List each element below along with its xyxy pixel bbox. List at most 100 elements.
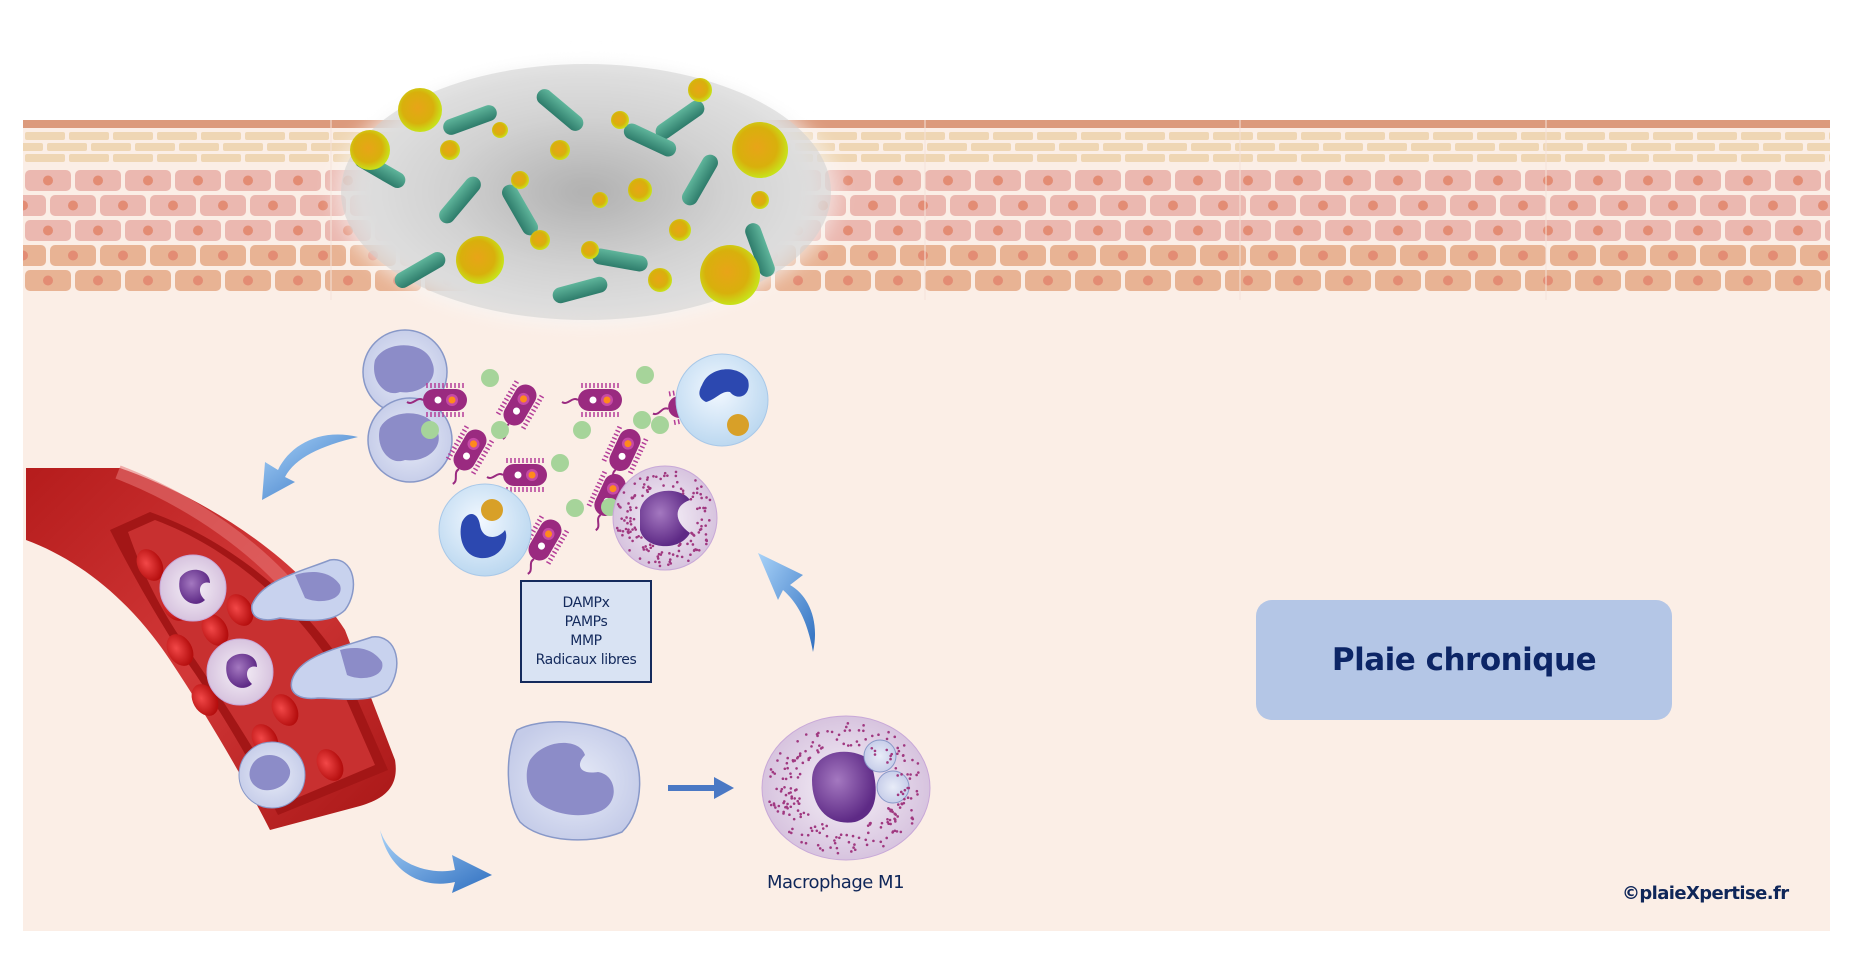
granule [702, 506, 705, 510]
pilus [538, 515, 544, 520]
granule [695, 491, 699, 495]
cell-nucleus [1368, 200, 1378, 211]
granule [615, 526, 619, 530]
pilus [455, 439, 461, 443]
cell-nucleus [168, 250, 178, 261]
straight-arrow-to-macrophage [668, 777, 734, 799]
corneum-brick [949, 132, 989, 140]
granule [850, 850, 853, 853]
granule [872, 839, 875, 843]
rod-bacterium [745, 223, 775, 277]
cell-nucleus [1568, 200, 1578, 211]
cell-nucleus [268, 250, 278, 261]
cell-nucleus [1218, 200, 1228, 211]
rod-bacterium [439, 176, 481, 224]
granule [693, 548, 696, 552]
granule [691, 543, 695, 546]
corneum-brick [1719, 143, 1759, 151]
cell-nucleus [143, 225, 153, 236]
cell-nucleus [243, 175, 253, 186]
cell-nucleus [1468, 250, 1478, 261]
corneum-brick [113, 132, 153, 140]
pilus [600, 474, 606, 478]
granule [777, 804, 781, 808]
granule [802, 811, 806, 815]
green-particle [573, 421, 591, 439]
dampx-particles [421, 366, 669, 517]
granule [635, 506, 638, 510]
pilus [591, 492, 597, 497]
cell-nucleus [993, 275, 1003, 286]
cell-nucleus [293, 225, 303, 236]
granule [909, 773, 912, 776]
granule [677, 549, 681, 553]
bacterium [486, 458, 547, 492]
cell-nucleus [1368, 250, 1378, 261]
cell-nucleus [1668, 200, 1678, 211]
corneum-brick [1829, 154, 1830, 162]
granule [838, 836, 841, 840]
granule [626, 521, 629, 525]
granule [633, 482, 637, 485]
granule [815, 732, 819, 736]
granule [679, 542, 682, 546]
granule [629, 508, 632, 512]
bacterial-biofilm [324, 52, 848, 332]
macrophage-m1 [761, 715, 931, 861]
granule [796, 809, 800, 812]
coccus-bacterium [398, 88, 442, 132]
cell-nucleus [1443, 225, 1453, 236]
granule [889, 754, 892, 758]
cell-nucleus [1568, 250, 1578, 261]
granule [795, 767, 798, 770]
granule [886, 820, 889, 824]
corneum-brick [1741, 132, 1781, 140]
cell-nucleus [343, 275, 353, 286]
mediator-dampx: DAMPx [562, 594, 610, 611]
coccus-bacterium [456, 236, 504, 284]
cell-nucleus [843, 275, 853, 286]
flagellum [406, 398, 424, 404]
cell-nucleus [1293, 225, 1303, 236]
cell-nucleus [243, 275, 253, 286]
cell-nucleus [268, 200, 278, 211]
granule [853, 843, 856, 846]
corneum-brick [1543, 143, 1583, 151]
bacterium-dot [434, 396, 442, 404]
granule [829, 846, 832, 849]
granule [798, 754, 802, 757]
granule [649, 546, 653, 550]
granule [655, 475, 658, 479]
neutrophil-lower [507, 721, 641, 841]
rod-bacterium [655, 100, 705, 140]
cell-nucleus [1293, 175, 1303, 186]
corneum-brick [1455, 143, 1495, 151]
corneum-brick [1257, 132, 1297, 140]
granule [656, 557, 660, 560]
curved-arrow-to-vessel [262, 434, 358, 500]
neutrophil-transmigrating [251, 559, 398, 701]
epidermis-cell [1825, 170, 1830, 191]
corneum-brick [1147, 143, 1187, 151]
granule [691, 495, 695, 499]
pilus [536, 518, 542, 523]
granule [708, 498, 712, 502]
granule [658, 560, 661, 564]
pilus [537, 398, 543, 403]
corneum-brick [1125, 132, 1165, 140]
granule [618, 529, 622, 532]
bacterium-body [423, 389, 467, 411]
granule [628, 506, 632, 509]
granule [783, 767, 787, 771]
granule [708, 519, 711, 522]
granule [855, 740, 859, 743]
granule [620, 517, 623, 520]
coccus-bacterium [611, 111, 629, 129]
granule [776, 759, 779, 762]
cell-nucleus [1318, 200, 1328, 211]
cell-nucleus [943, 275, 953, 286]
coccus-bacterium [511, 171, 529, 189]
corneum-brick [993, 132, 1033, 140]
granule [633, 494, 636, 498]
cell-nucleus [1393, 175, 1403, 186]
